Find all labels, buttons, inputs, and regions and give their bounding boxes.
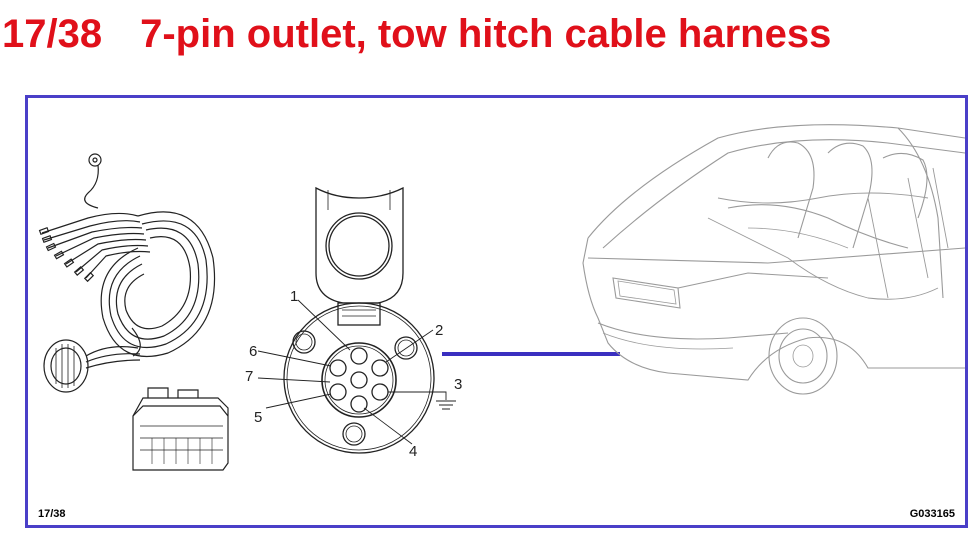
pin-label-1: 1 xyxy=(290,288,298,305)
car-rear-drawing xyxy=(582,124,965,395)
pin-label-4: 4 xyxy=(409,443,417,460)
page-header: 17/38 7-pin outlet, tow hitch cable harn… xyxy=(0,4,978,64)
pin-label-5: 5 xyxy=(254,409,262,426)
diagram-frame: 1 2 3 4 5 6 7 xyxy=(25,95,968,528)
footer-figure-id: G033165 xyxy=(909,508,955,520)
pin-label-2: 2 xyxy=(435,322,443,339)
pin-label-3: 3 xyxy=(454,376,462,393)
cable-harness-drawing xyxy=(38,153,229,471)
pin-labels: 1 2 3 4 5 6 7 xyxy=(245,288,462,460)
footer-page-number: 17/38 xyxy=(38,508,66,520)
pin-label-6: 6 xyxy=(249,343,257,360)
page-number: 17/38 xyxy=(2,11,103,56)
pin-label-7: 7 xyxy=(245,368,253,385)
diagram-canvas: 1 2 3 4 5 6 7 xyxy=(38,124,965,471)
seven-pin-outlet-drawing xyxy=(257,186,456,454)
page-title: 7-pin outlet, tow hitch cable harness xyxy=(140,11,832,56)
